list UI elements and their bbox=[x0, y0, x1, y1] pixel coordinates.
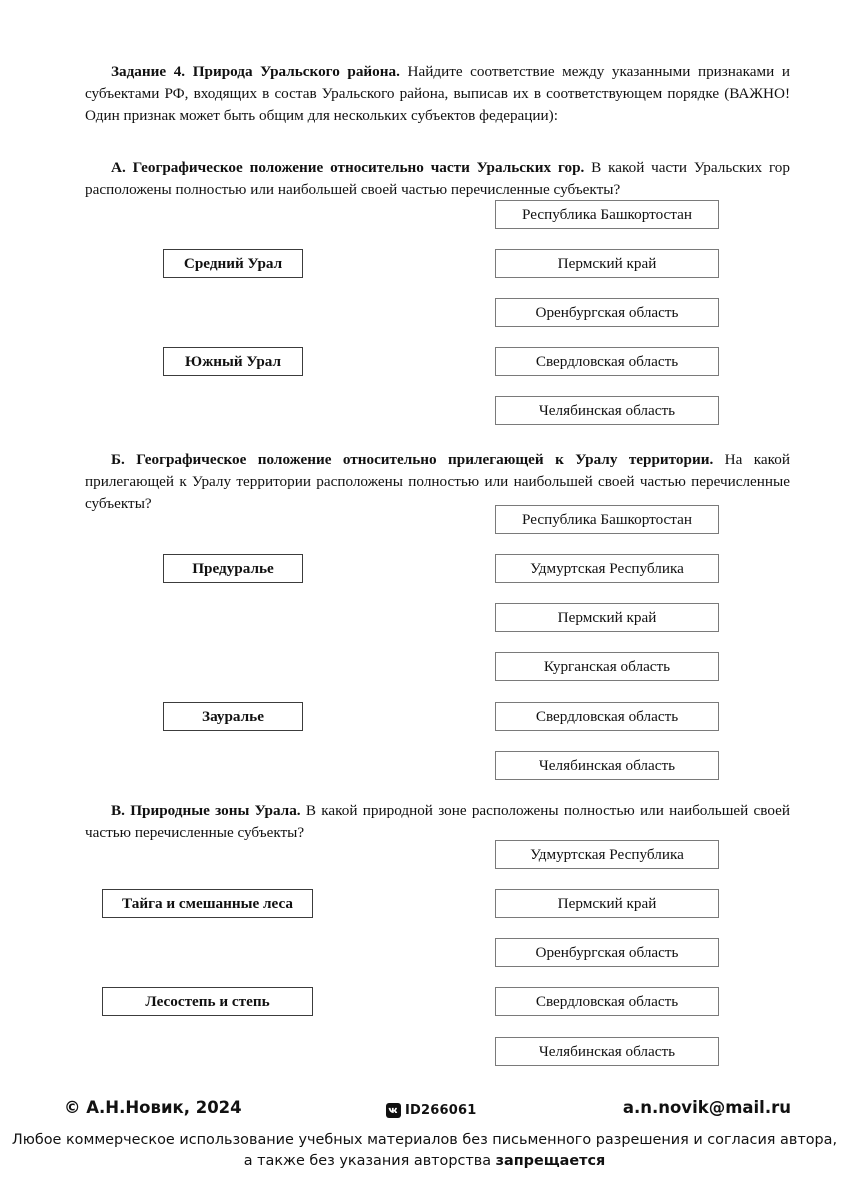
answer-box-b-right-5[interactable]: Свердловская область bbox=[495, 702, 719, 731]
answer-box-b-right-3[interactable]: Пермский край bbox=[495, 603, 719, 632]
answer-box-a-right-1[interactable]: Республика Башкортостан bbox=[495, 200, 719, 229]
footer-top-row: © А.Н.Новик, 2024 ID266061 a.n.novik@mai… bbox=[0, 1098, 849, 1126]
answer-box-a-right-5[interactable]: Челябинская область bbox=[495, 396, 719, 425]
section-b-text: На какой прилегающей к Уралу территории … bbox=[85, 451, 790, 512]
footer-disclaimer: Любое коммерческое использование учебных… bbox=[0, 1130, 849, 1172]
section-b-heading: Б. Географическое положение относительно… bbox=[111, 451, 714, 468]
section-a-paragraph: А. Географическое положение относительно… bbox=[85, 157, 790, 201]
category-box-a-left-2[interactable]: Южный Урал bbox=[163, 347, 303, 376]
answer-box-b-right-6[interactable]: Челябинская область bbox=[495, 751, 719, 780]
task-intro-block: Задание 4. Природа Уральского района. На… bbox=[85, 61, 790, 126]
answer-box-a-right-4[interactable]: Свердловская область bbox=[495, 347, 719, 376]
section-c-text: В какой природной зоне расположены полно… bbox=[85, 802, 790, 841]
section-b-paragraph: Б. Географическое положение относительно… bbox=[85, 449, 790, 514]
section-c-paragraph: В. Природные зоны Урала. В какой природн… bbox=[85, 800, 790, 844]
section-b-intro-block: Б. Географическое положение относительно… bbox=[85, 449, 790, 514]
page-footer: © А.Н.Новик, 2024 ID266061 a.n.novik@mai… bbox=[0, 1098, 849, 1169]
category-box-c-left-1[interactable]: Тайга и смешанные леса bbox=[102, 889, 313, 918]
answer-box-c-right-1[interactable]: Удмуртская Республика bbox=[495, 840, 719, 869]
section-a-intro-block: А. Географическое положение относительно… bbox=[85, 157, 790, 201]
section-a-text: В какой части Уральских гор расположены … bbox=[85, 159, 790, 198]
copyright-text: © А.Н.Новик, 2024 bbox=[64, 1098, 242, 1117]
answer-box-a-right-2[interactable]: Пермский край bbox=[495, 249, 719, 278]
vk-id-label: ID266061 bbox=[405, 1103, 477, 1118]
vk-badge[interactable]: ID266061 bbox=[386, 1103, 477, 1118]
answer-box-b-right-4[interactable]: Курганская область bbox=[495, 652, 719, 681]
section-c-intro-block: В. Природные зоны Урала. В какой природн… bbox=[85, 800, 790, 844]
task-intro-paragraph: Задание 4. Природа Уральского района. На… bbox=[85, 61, 790, 126]
category-box-c-left-2[interactable]: Лесостепь и степь bbox=[102, 987, 313, 1016]
section-a-heading: А. Географическое положение относительно… bbox=[111, 159, 585, 176]
category-box-b-left-2[interactable]: Зауралье bbox=[163, 702, 303, 731]
vk-icon bbox=[386, 1103, 401, 1118]
task-intro-text: Найдите соответствие между указанными пр… bbox=[85, 63, 791, 124]
answer-box-c-right-4[interactable]: Свердловская область bbox=[495, 987, 719, 1016]
author-email[interactable]: a.n.novik@mail.ru bbox=[622, 1098, 791, 1117]
answer-box-c-right-5[interactable]: Челябинская область bbox=[495, 1037, 719, 1066]
category-box-a-left-1[interactable]: Средний Урал bbox=[163, 249, 303, 278]
disclaimer-line-2-prefix: а также без указания авторства bbox=[243, 1153, 496, 1169]
disclaimer-line-2-bold: запрещается bbox=[495, 1153, 606, 1169]
answer-box-b-right-2[interactable]: Удмуртская Республика bbox=[495, 554, 719, 583]
answer-box-c-right-3[interactable]: Оренбургская область bbox=[495, 938, 719, 967]
category-box-b-left-1[interactable]: Предуралье bbox=[163, 554, 303, 583]
disclaimer-line-1: Любое коммерческое использование учебных… bbox=[11, 1132, 838, 1148]
answer-box-a-right-3[interactable]: Оренбургская область bbox=[495, 298, 719, 327]
answer-box-b-right-1[interactable]: Республика Башкортостан bbox=[495, 505, 719, 534]
answer-box-c-right-2[interactable]: Пермский край bbox=[495, 889, 719, 918]
task-heading: Задание 4. Природа Уральского района. bbox=[111, 63, 400, 80]
section-c-heading: В. Природные зоны Урала. bbox=[111, 802, 301, 819]
